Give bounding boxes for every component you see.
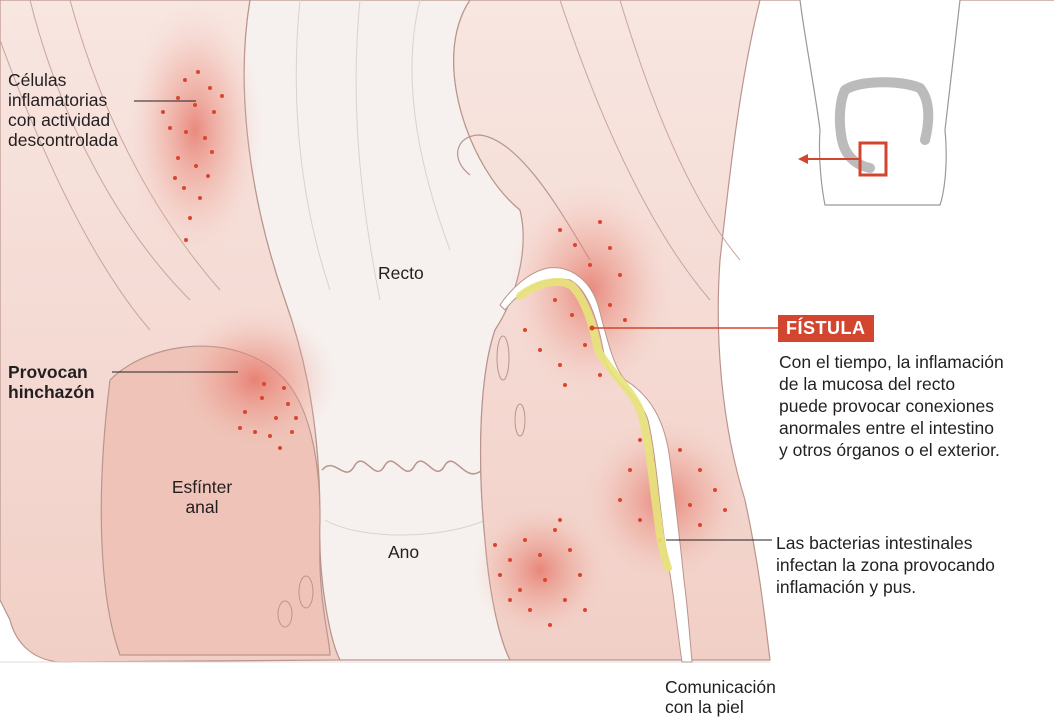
sphincter-label: Esfínter anal <box>166 477 238 517</box>
inflammatory-cells-label: Células inflamatorias con actividad desc… <box>8 70 118 150</box>
bacteria-label: Las bacterias intestinales infectan la z… <box>776 532 995 598</box>
anus-label: Ano <box>388 542 419 562</box>
swelling-label: Provocan hinchazón <box>8 362 95 402</box>
skin-connection-label: Comunicación con la piel <box>665 677 776 717</box>
fistula-badge: FÍSTULA <box>778 315 874 342</box>
rectum-label: Recto <box>378 263 424 283</box>
fistula-description: Con el tiempo, la inflamación de la muco… <box>779 351 1054 461</box>
torso-colon-icon <box>800 0 960 205</box>
